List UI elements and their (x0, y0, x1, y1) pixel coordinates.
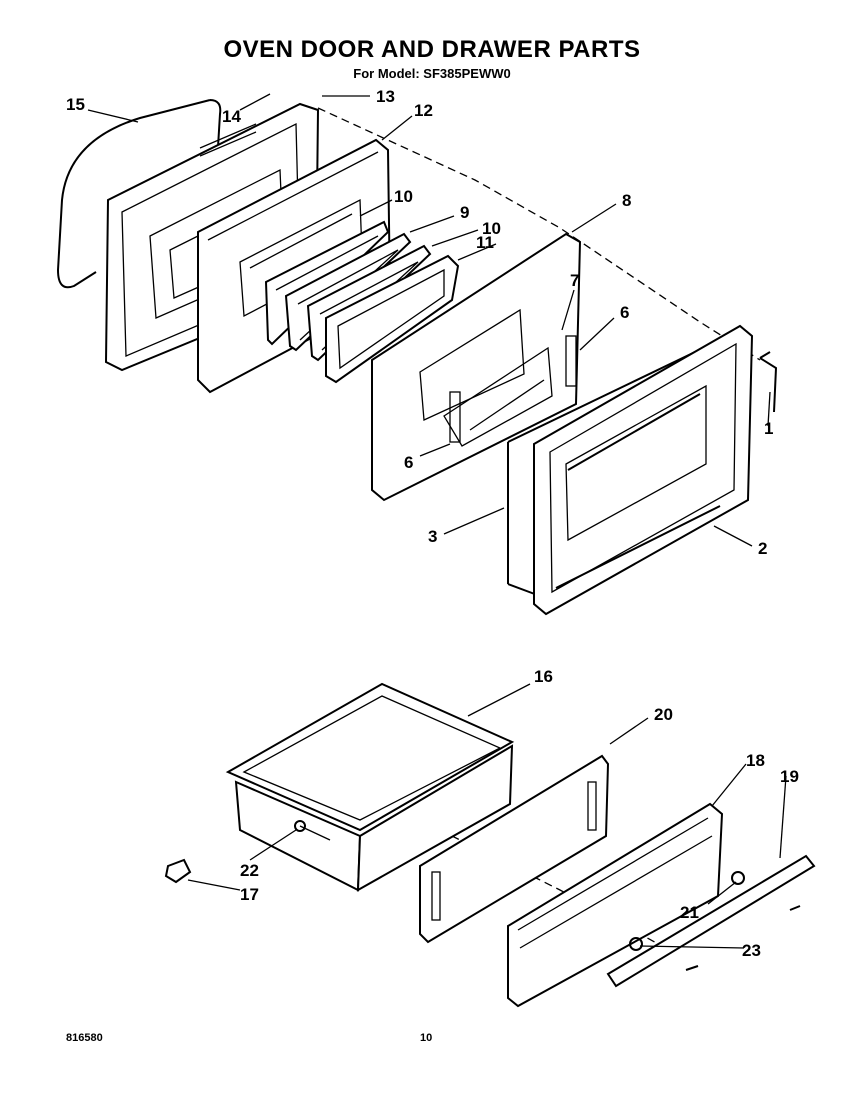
drawer-nut-21a (731, 871, 745, 885)
callout-14: 14 (222, 107, 241, 126)
diagram-code: 816580 (66, 1032, 103, 1044)
callout-1: 1 (764, 419, 773, 438)
callout-2: 2 (758, 539, 767, 558)
callout-13: 13 (376, 87, 395, 106)
callout-7: 7 (570, 271, 579, 290)
alignment-line (317, 107, 761, 361)
drawer-front-panel (507, 802, 724, 1008)
callout-22: 22 (240, 861, 259, 880)
callout-10a: 10 (394, 187, 413, 206)
door-inner-panel (371, 232, 582, 502)
callout-8: 8 (622, 191, 631, 210)
outer-door-frame (533, 324, 754, 616)
page-number: 10 (420, 1032, 433, 1044)
page-title: OVEN DOOR AND DRAWER PARTS (223, 36, 641, 63)
drawer-trim-strip (606, 854, 816, 988)
glass-frame-11 (325, 254, 460, 384)
drawer-nut-21b (629, 937, 643, 951)
callout-20: 20 (654, 705, 673, 724)
callout-11: 11 (476, 233, 494, 252)
callout-10b: 10 (482, 219, 501, 238)
callout-21: 21 (680, 903, 699, 922)
door-hinge (759, 351, 778, 413)
callout-15: 15 (66, 95, 85, 114)
callout-3: 3 (428, 527, 437, 546)
callout-19: 19 (780, 767, 799, 786)
door-handle-part (56, 99, 222, 289)
drawer-screw-23b (789, 905, 801, 911)
callout-9: 9 (460, 203, 469, 222)
callout-18: 18 (746, 751, 765, 770)
drawer-slide-17 (164, 858, 192, 884)
model-subtitle: For Model: SF385PEWW0 (353, 66, 511, 81)
callout-6b: 6 (404, 453, 413, 472)
drawer-roller-22 (294, 820, 306, 832)
callout-12: 12 (414, 101, 433, 120)
callout-17: 17 (240, 885, 259, 904)
callout-23: 23 (742, 941, 761, 960)
drawer-screw-23a (685, 965, 699, 971)
drawer-front-support (419, 754, 610, 944)
drawer-body (225, 682, 515, 892)
callout-leaders (87, 93, 787, 949)
callout-6a: 6 (620, 303, 629, 322)
callout-16: 16 (534, 667, 553, 686)
